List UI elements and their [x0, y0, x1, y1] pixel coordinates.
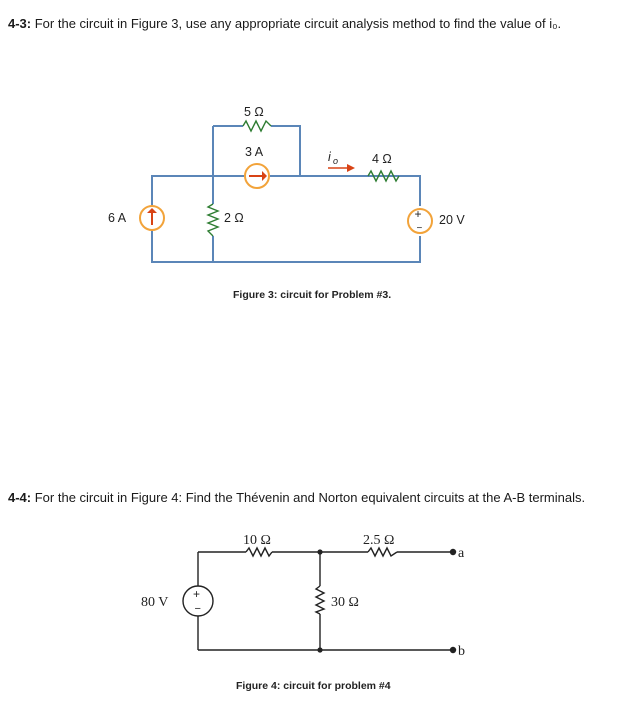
- figure-4-caption: Figure 4: circuit for problem #4: [236, 680, 391, 692]
- label-io-subscript: o: [333, 156, 338, 166]
- label-6a: 6 A: [108, 211, 127, 225]
- figure-3-caption: Figure 3: circuit for Problem #3.: [233, 289, 391, 301]
- label-2-5-ohm: 2.5 Ω: [363, 533, 394, 548]
- label-terminal-a: a: [458, 546, 465, 561]
- label-terminal-b: b: [458, 644, 465, 659]
- node-bottom-junction: [317, 647, 323, 653]
- fig4-top-wire-left: [197, 551, 368, 586]
- problem-3-statement: 4-3: For the circuit in Figure 3, use an…: [8, 14, 608, 34]
- label-io: i: [328, 150, 332, 164]
- voltage-source-80v: [182, 585, 214, 617]
- problem-3-text: For the circuit in Figure 3, use any app…: [31, 16, 562, 31]
- problem-3-number: 4-3:: [8, 16, 32, 31]
- resistor-5-ohm: [242, 119, 272, 133]
- figure-3-circuit: [151, 125, 421, 263]
- resistor-2-5-ohm: [367, 546, 398, 558]
- label-4-ohm: 4 Ω: [372, 152, 392, 166]
- label-20v: 20 V: [439, 213, 465, 227]
- current-source-3a: [244, 163, 270, 189]
- label-30-ohm: 30 Ω: [331, 595, 359, 610]
- current-source-6a: [139, 205, 165, 231]
- fig4-plus-sign: +: [193, 587, 200, 601]
- label-10-ohm: 10 Ω: [243, 533, 271, 548]
- fig4-minus-sign: −: [195, 603, 201, 615]
- fig3-minus-sign: −: [417, 223, 423, 234]
- terminal-b: [449, 646, 457, 654]
- fig3-plus-sign: +: [415, 207, 422, 221]
- label-3a: 3 A: [245, 145, 264, 159]
- label-2-ohm: 2 Ω: [224, 211, 244, 225]
- problem-4-number: 4-4:: [8, 490, 32, 505]
- fig3-right-wire: [300, 175, 421, 206]
- resistor-30-ohm: [314, 585, 326, 615]
- voltage-source-20v: [407, 208, 433, 234]
- problem-4-statement: 4-4: For the circuit in Figure 4: Find t…: [8, 488, 598, 508]
- resistor-2-ohm: [206, 203, 220, 237]
- node-top-junction: [317, 549, 323, 555]
- label-80v: 80 V: [141, 595, 168, 610]
- fig3-bottom-wire: [213, 236, 421, 263]
- io-arrow-icon: [328, 164, 355, 172]
- label-5-ohm: 5 Ω: [244, 105, 264, 119]
- fig3-top-bracket: [213, 125, 301, 176]
- resistor-10-ohm: [245, 546, 273, 558]
- resistor-4-ohm: [367, 169, 400, 183]
- terminal-a: [449, 548, 457, 556]
- problem-4-text: For the circuit in Figure 4: Find the Th…: [31, 490, 586, 505]
- figure-4-circuit: [197, 551, 452, 651]
